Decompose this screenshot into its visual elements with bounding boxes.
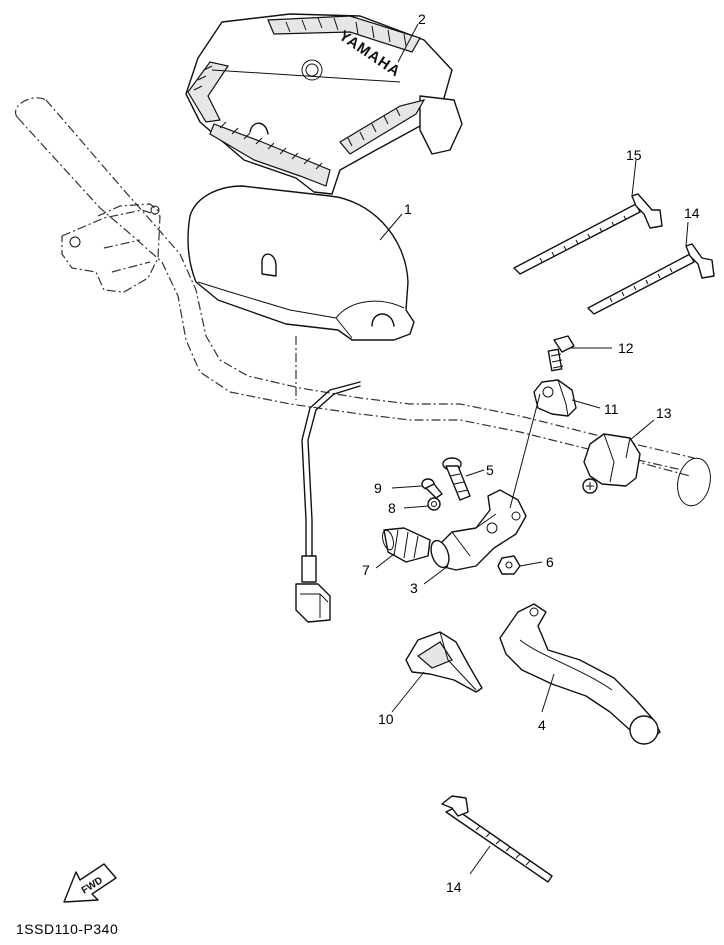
lever-cover <box>405 631 483 693</box>
pivot-bolt <box>442 457 471 501</box>
handlebar-outline <box>15 97 711 507</box>
callout-10: 10 <box>378 711 394 727</box>
lever-holder <box>430 489 527 571</box>
bolt-12 <box>547 335 575 372</box>
callout-14-lower: 14 <box>446 879 462 895</box>
cable-holder <box>533 379 577 417</box>
lever-clamp <box>582 433 641 494</box>
callout-7: 7 <box>362 562 370 578</box>
cable-tie-15 <box>513 193 663 275</box>
handlebar-pad <box>187 185 415 341</box>
callout-1: 1 <box>404 201 412 217</box>
switch-wire <box>295 381 361 623</box>
callout-15: 15 <box>626 147 642 163</box>
cable-tie-14-upper <box>587 243 715 315</box>
leader-lines <box>375 23 689 875</box>
callout-2: 2 <box>418 11 426 27</box>
screw-9 <box>421 478 443 499</box>
callout-8: 8 <box>388 500 396 516</box>
callout-5: 5 <box>486 462 494 478</box>
callout-14-upper: 14 <box>684 205 700 221</box>
drawing-code: 1SSD110-P340 <box>16 921 118 937</box>
clutch-lever <box>499 603 661 745</box>
callout-6: 6 <box>546 554 554 570</box>
callout-11: 11 <box>604 401 619 417</box>
washer <box>427 497 441 511</box>
cable-tie-14-lower <box>441 795 553 883</box>
nut <box>497 555 521 575</box>
callout-3: 3 <box>410 580 418 596</box>
callout-13: 13 <box>656 405 672 421</box>
cable-adjuster <box>382 527 431 563</box>
handlebar-pad-cover: YAMAHA <box>185 13 463 195</box>
forward-arrow-icon: FWD <box>63 863 117 903</box>
callout-12: 12 <box>618 340 634 356</box>
callout-9: 9 <box>374 480 382 496</box>
callout-labels: 2 1 15 14 12 11 13 5 9 8 7 3 6 4 10 14 <box>362 11 700 895</box>
callout-4: 4 <box>538 717 546 733</box>
